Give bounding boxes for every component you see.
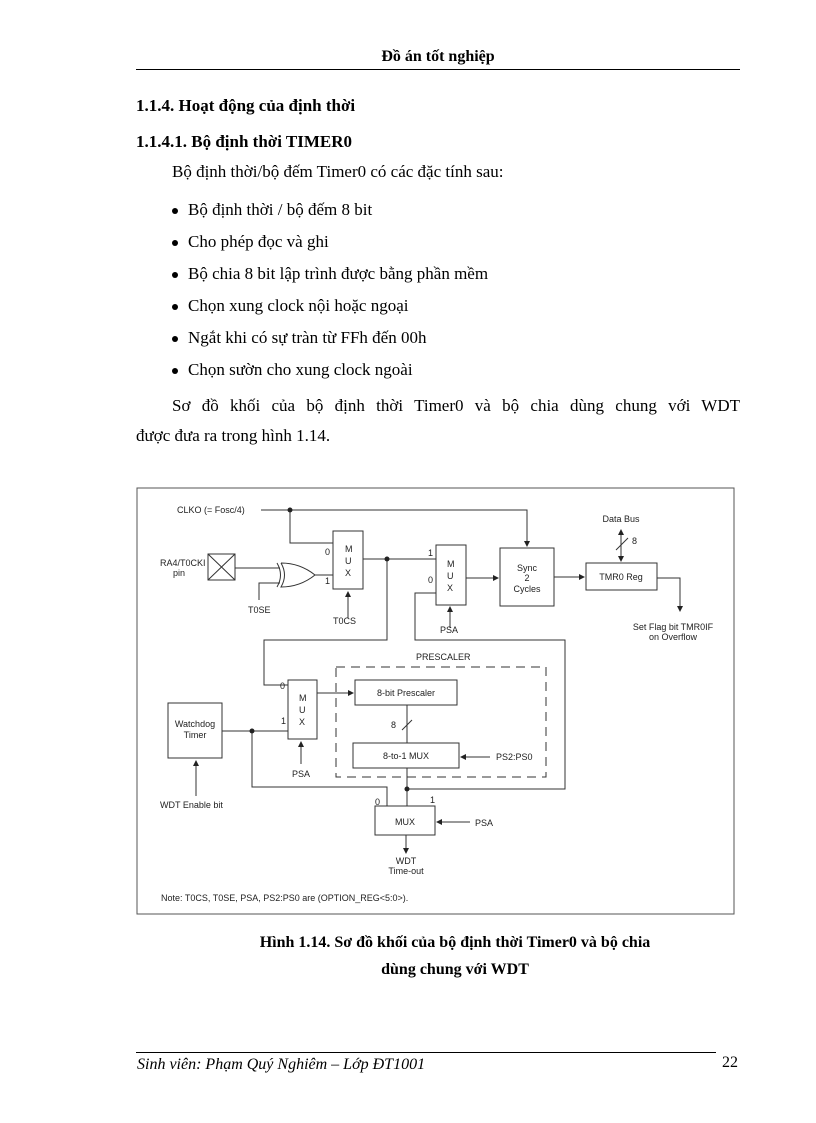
mux8-box [352, 742, 460, 769]
input-0-label: 0 [325, 547, 330, 557]
watchdog-label: Timer [184, 730, 207, 740]
section-heading: 1.1.4. Hoạt động của định thời [136, 96, 356, 115]
page-header: Đồ án tốt nghiệp [381, 48, 495, 65]
input-0-label: 0 [375, 797, 380, 807]
bullet-icon [172, 272, 178, 279]
xor-gate [276, 562, 316, 588]
mux-letter: M [299, 693, 307, 703]
pin-label: RA4/T0CKI [160, 558, 206, 568]
bus-width-label: 8 [632, 536, 637, 546]
input-1-label: 1 [428, 548, 433, 558]
mux-letter: X [447, 583, 453, 593]
sync-label: 2 [524, 573, 529, 583]
paragraph-line: được đưa ra trong hình 1.14. [136, 426, 331, 445]
mux-letter: U [345, 556, 352, 566]
diagram-note: Note: T0CS, T0SE, PSA, PS2:PS0 are (OPTI… [161, 893, 408, 903]
diagram-frame [136, 487, 735, 915]
bullet-icon [172, 304, 178, 311]
wdt-enable-label: WDT Enable bit [160, 800, 223, 810]
psa-label: PSA [475, 818, 493, 828]
bullet-item: Bộ chia 8 bit lập trình được bằng phần m… [172, 264, 488, 284]
tmr0-reg [585, 562, 658, 591]
intro-text: Bộ định thời/bộ đếm Timer0 có các đặc tí… [172, 162, 504, 181]
sync-label: Sync [517, 563, 538, 573]
mux-letter: M [447, 559, 455, 569]
bullet-item: Bộ định thời / bộ đếm 8 bit [172, 200, 372, 220]
prescaler-dashed-box [335, 666, 547, 778]
paragraph-line: Sơ đồ khối của bộ định thời Timer0 và bộ… [172, 396, 740, 415]
prescaler-label: 8-bit Prescaler [377, 688, 435, 698]
mux-wdt-label: MUX [395, 817, 415, 827]
header-rule [136, 69, 740, 70]
bullet-icon [172, 208, 178, 215]
bullet-item: Cho phép đọc và ghi [172, 232, 329, 252]
mux-wdt [374, 805, 436, 836]
bullet-text: Chọn xung clock nội hoặc ngoại [188, 296, 409, 315]
prescaler-title: PRESCALER [416, 652, 471, 662]
bullet-item: Chọn xung clock nội hoặc ngoại [172, 296, 409, 316]
mux8-label: 8-to-1 MUX [383, 751, 429, 761]
mux-prescaler-assign [287, 679, 318, 740]
bullet-text: Bộ chia 8 bit lập trình được bằng phần m… [188, 264, 489, 283]
footer-author: Sinh viên: Phạm Quý Nghiêm – Lớp ĐT1001 [137, 1056, 426, 1073]
psa-label: PSA [292, 769, 310, 779]
watchdog-label: Watchdog [175, 719, 215, 729]
t0cs-label: T0CS [333, 616, 356, 626]
bullet-text: Cho phép đọc và ghi [188, 232, 329, 251]
ps-label: PS2:PS0 [496, 752, 533, 762]
page-number: 22 [722, 1054, 738, 1071]
input-0-label: 0 [428, 575, 433, 585]
mux-letter: X [299, 717, 305, 727]
bullet-text: Bộ định thời / bộ đếm 8 bit [188, 200, 373, 219]
mux-psa [435, 544, 467, 606]
psa-label: PSA [440, 625, 458, 635]
mux-letter: U [299, 705, 306, 715]
input-1-label: 1 [281, 716, 286, 726]
clko-label: CLKO (= Fosc/4) [177, 505, 245, 515]
pin-box [207, 553, 236, 581]
input-0-label: 0 [280, 681, 285, 691]
prescaler-box [354, 679, 458, 706]
mux-letter: M [345, 544, 353, 554]
tmr0-label: TMR0 Reg [599, 572, 643, 582]
figure-caption: Hình 1.14. Sơ đồ khối của bộ định thời T… [259, 934, 651, 951]
bus-width-label: 8 [391, 720, 396, 730]
bullet-icon [172, 368, 178, 375]
t0se-label: T0SE [248, 605, 271, 615]
flag-label: on Overflow [649, 632, 698, 642]
mux-tocs [332, 530, 364, 590]
input-1-label: 1 [325, 576, 330, 586]
bullet-text: Ngắt khi có sự tràn từ FFh đến 00h [188, 328, 427, 347]
bullet-text: Chọn sườn cho xung clock ngoài [188, 360, 413, 379]
bullet-item: Ngắt khi có sự tràn từ FFh đến 00h [172, 328, 426, 348]
timeout-label: Time-out [388, 866, 424, 876]
mux-letter: X [345, 568, 351, 578]
bullet-item: Chọn sườn cho xung clock ngoài [172, 360, 413, 380]
pin-label-2: pin [173, 568, 185, 578]
flag-label: Set Flag bit TMR0IF [633, 622, 714, 632]
bullet-icon [172, 336, 178, 343]
sync-label: Cycles [513, 584, 541, 594]
footer-rule [136, 1052, 716, 1053]
subsection-heading: 1.1.4.1. Bộ định thời TIMER0 [136, 132, 352, 151]
data-bus-label: Data Bus [602, 514, 640, 524]
bullet-icon [172, 240, 178, 247]
timeout-label: WDT [396, 856, 417, 866]
figure-caption-2: dùng chung với WDT [381, 961, 529, 978]
input-1-label: 1 [430, 795, 435, 805]
mux-letter: U [447, 571, 454, 581]
